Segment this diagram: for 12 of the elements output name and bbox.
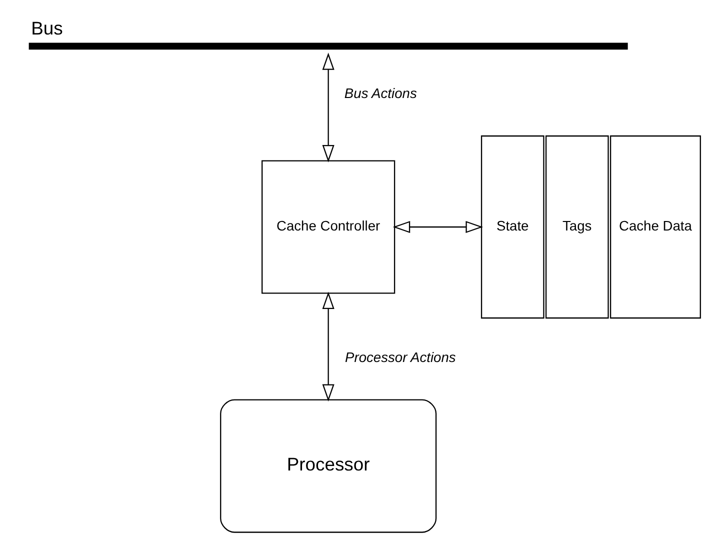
arrow — [322, 52, 334, 162]
node-box: Cache Data — [609, 135, 700, 319]
node-box — [28, 42, 628, 50]
node-box: Cache Controller — [261, 160, 395, 294]
edge-label: Processor Actions — [344, 348, 456, 365]
arrow — [322, 292, 334, 402]
arrow — [392, 220, 482, 234]
node-box: State — [480, 135, 544, 319]
node-box: Processor — [220, 399, 436, 533]
node-box: Tags — [544, 135, 608, 319]
node-label: Bus — [30, 17, 62, 38]
edge-label: Bus Actions — [344, 85, 416, 102]
